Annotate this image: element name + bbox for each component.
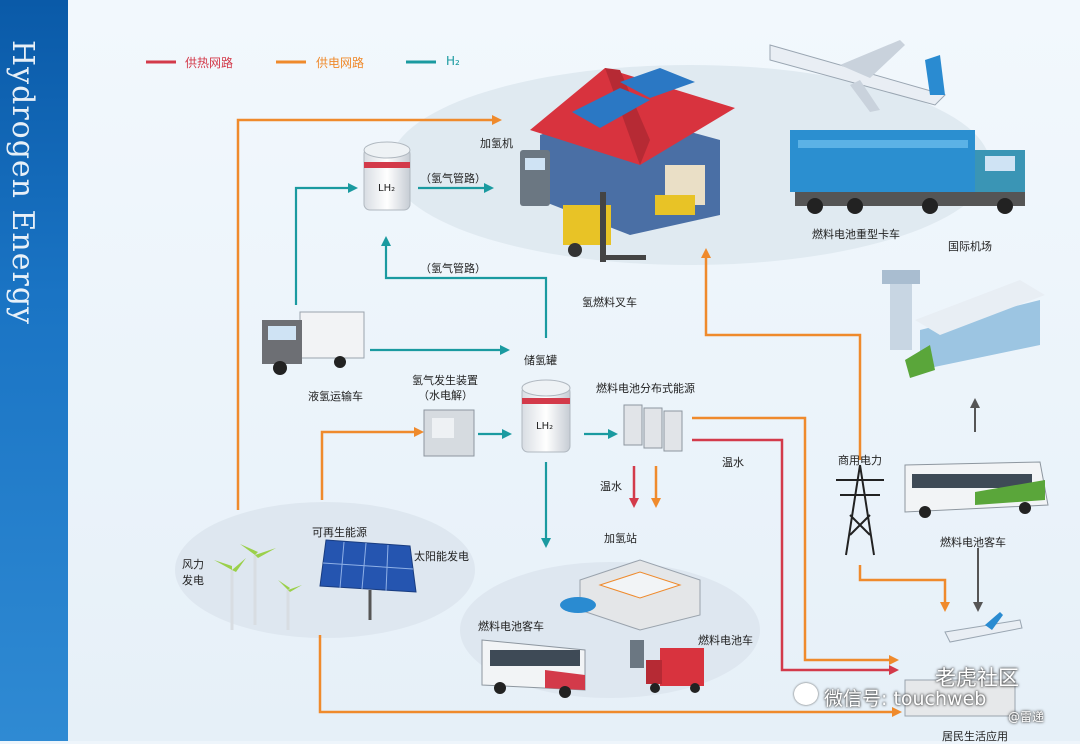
airplane-top-icon bbox=[769, 40, 946, 112]
wind-turbine-icon bbox=[230, 555, 290, 630]
distributed-power-icon bbox=[623, 404, 683, 452]
airplane-bottom-icon bbox=[944, 612, 1023, 643]
watermark-community: 老虎社区 bbox=[935, 666, 1019, 690]
delivery-truck-icon bbox=[646, 648, 704, 693]
commercial-power-label: 商用电力 bbox=[838, 454, 882, 467]
power-line-to-hub bbox=[236, 115, 502, 510]
lh2-tank-top-label: LH₂ bbox=[378, 183, 396, 194]
sidebar-title: Hydrogen Energy bbox=[5, 40, 40, 325]
warm-water-left-label: 温水 bbox=[600, 480, 622, 493]
h2-line-storage-to-top-tank bbox=[381, 236, 548, 338]
heavy-truck-label: 燃料电池重型卡车 bbox=[812, 228, 900, 241]
power-line-to-residential bbox=[318, 635, 902, 717]
legend-h2-label: H₂ bbox=[446, 54, 460, 68]
wind-label-line2: 发电 bbox=[182, 574, 204, 587]
fc-car-label: 燃料电池车 bbox=[698, 634, 753, 647]
refuel-station-icon bbox=[560, 559, 701, 631]
residential-icon bbox=[904, 679, 1016, 717]
electrolyzer-icon bbox=[423, 409, 475, 457]
airport-icon bbox=[882, 270, 1045, 378]
h2-line-truck-to-top-tank bbox=[294, 183, 358, 305]
storage-tank-label: 储氢罐 bbox=[524, 354, 557, 367]
wind-label-line1: 风力 bbox=[182, 558, 204, 571]
bus-bottom-icon bbox=[481, 639, 586, 698]
mini-truck-icon bbox=[655, 195, 695, 215]
watermark-wechat: 微信号: touchweb bbox=[824, 688, 987, 710]
fc-bus-right-label: 燃料电池客车 bbox=[940, 536, 1006, 549]
warm-water-right-label: 温水 bbox=[722, 456, 744, 469]
watermark-author: @雷递 bbox=[1008, 710, 1045, 724]
power-line-to-generator bbox=[320, 427, 424, 500]
heavy-truck-icon bbox=[790, 130, 1025, 214]
lh2-truck-icon bbox=[262, 311, 365, 375]
residential-label: 居民生活应用 bbox=[942, 730, 1008, 743]
power-line-to-plane bbox=[858, 565, 950, 612]
legend-power-label: 供电网路 bbox=[316, 56, 365, 70]
solar-panel-icon bbox=[319, 539, 417, 620]
bus-right-icon bbox=[904, 461, 1049, 518]
refuel-machine-icon bbox=[520, 150, 550, 206]
heat-line-to-residential bbox=[692, 438, 899, 675]
wechat-logo-icon bbox=[794, 683, 818, 705]
distributed-power-label: 燃料电池分布式能源 bbox=[596, 382, 695, 395]
power-line-to-forklift bbox=[701, 248, 862, 460]
sidebar: Hydrogen Energy bbox=[0, 0, 68, 741]
legend-heat-label: 供热网路 bbox=[185, 56, 234, 70]
renewable-label: 可再生能源 bbox=[312, 526, 367, 539]
station-pump-icon bbox=[630, 640, 644, 668]
h2-generator-label-line2: （水电解） bbox=[418, 389, 473, 402]
lh2-tank-mid-label: LH₂ bbox=[536, 421, 554, 432]
solar-label: 太阳能发电 bbox=[414, 550, 469, 563]
forklift-icon bbox=[563, 192, 646, 262]
h2-generator-label-line1: 氢气发生装置 bbox=[412, 374, 478, 387]
storage-tank-icon bbox=[521, 379, 571, 453]
refuel-station-label: 加氢站 bbox=[604, 532, 637, 545]
lh2-transport-label: 液氢运输车 bbox=[308, 390, 363, 403]
airport-label: 国际机场 bbox=[948, 240, 992, 253]
refuel-machine-label: 加氢机 bbox=[480, 137, 513, 150]
wind-blades-icon bbox=[214, 544, 302, 592]
h2-pipeline-mid-label: （氢气管路） bbox=[420, 262, 486, 275]
fc-bus-bottom-label: 燃料电池客车 bbox=[478, 620, 544, 633]
h2-pipeline-top-label: （氢气管路） bbox=[420, 172, 486, 185]
lh2-tank-top bbox=[363, 141, 411, 211]
power-tower-icon bbox=[836, 464, 884, 556]
power-line-from-distributed bbox=[692, 416, 899, 665]
forklift-label: 氢燃料叉车 bbox=[582, 296, 637, 309]
